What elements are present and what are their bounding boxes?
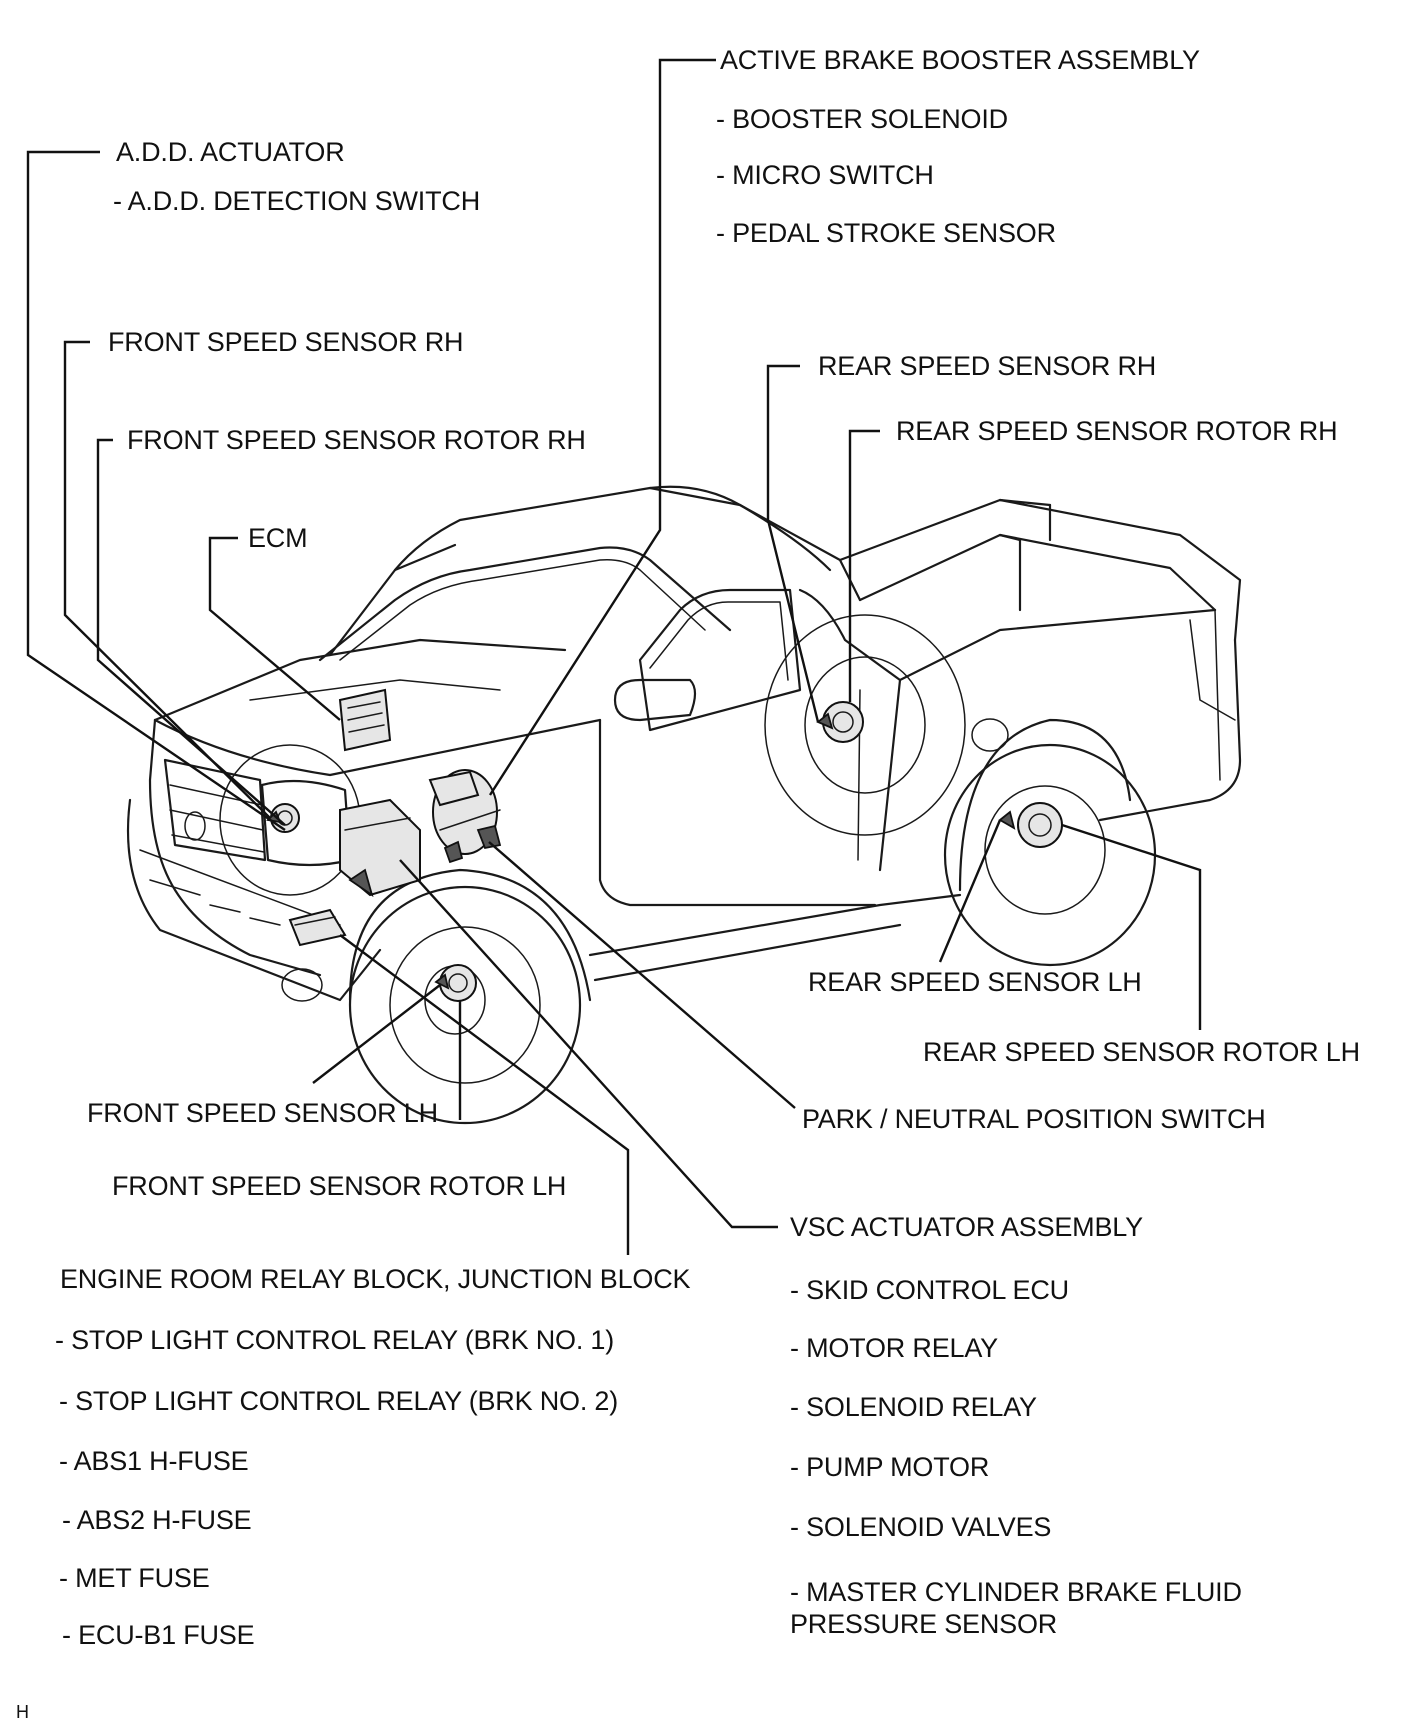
label-rear-speed-sensor-rotor-lh: REAR SPEED SENSOR ROTOR LH <box>923 1037 1360 1067</box>
label-ecu-b1-fuse: - ECU-B1 FUSE <box>62 1620 255 1650</box>
rear-rh-rotor <box>816 701 864 743</box>
label-pedal-stroke-sensor: - PEDAL STROKE SENSOR <box>716 218 1056 248</box>
vsc-actuator-module <box>339 798 421 898</box>
label-master-cylinder-pressure-sensor: - MASTER CYLINDER BRAKE FLUID PRESSURE S… <box>790 1577 1242 1639</box>
label-abs2-h-fuse: - ABS2 H-FUSE <box>62 1505 252 1535</box>
rear-lh-rotor <box>998 802 1063 848</box>
label-motor-relay: - MOTOR RELAY <box>790 1333 998 1363</box>
relay-block-module <box>288 908 347 947</box>
label-rear-speed-sensor-rh: REAR SPEED SENSOR RH <box>818 351 1157 381</box>
label-add-actuator: A.D.D. ACTUATOR <box>116 137 345 167</box>
label-front-speed-sensor-rh: FRONT SPEED SENSOR RH <box>108 327 464 357</box>
brake-booster-module <box>428 769 501 864</box>
figure-code: H <box>16 1702 29 1722</box>
label-abs1-h-fuse: - ABS1 H-FUSE <box>59 1446 249 1476</box>
label-front-speed-sensor-lh: FRONT SPEED SENSOR LH <box>87 1098 438 1128</box>
label-engine-room-relay-block: ENGINE ROOM RELAY BLOCK, JUNCTION BLOCK <box>60 1264 691 1294</box>
label-micro-switch: - MICRO SWITCH <box>716 160 934 190</box>
label-park-neutral-switch: PARK / NEUTRAL POSITION SWITCH <box>802 1104 1266 1134</box>
truck-body <box>126 485 1242 1125</box>
leader-lines <box>26 58 1202 1255</box>
park-neutral-switch-module <box>476 824 502 850</box>
label-ecm: ECM <box>248 523 308 553</box>
label-skid-control-ecu: - SKID CONTROL ECU <box>790 1275 1069 1305</box>
label-active-brake-booster: ACTIVE BRAKE BOOSTER ASSEMBLY <box>720 45 1200 75</box>
ecm-module <box>338 688 392 752</box>
label-booster-solenoid: - BOOSTER SOLENOID <box>716 104 1008 134</box>
label-solenoid-relay: - SOLENOID RELAY <box>790 1392 1037 1422</box>
label-front-speed-sensor-rotor-lh: FRONT SPEED SENSOR ROTOR LH <box>112 1171 567 1201</box>
label-met-fuse: - MET FUSE <box>59 1563 210 1593</box>
label-pump-motor: - PUMP MOTOR <box>790 1452 990 1482</box>
label-solenoid-valves: - SOLENOID VALVES <box>790 1512 1052 1542</box>
label-front-speed-sensor-rotor-rh: FRONT SPEED SENSOR ROTOR RH <box>127 425 586 455</box>
label-stop-light-relay-2: - STOP LIGHT CONTROL RELAY (BRK NO. 2) <box>59 1386 619 1416</box>
label-rear-speed-sensor-rotor-rh: REAR SPEED SENSOR ROTOR RH <box>896 416 1338 446</box>
label-rear-speed-sensor-lh: REAR SPEED SENSOR LH <box>808 967 1142 997</box>
label-stop-light-relay-1: - STOP LIGHT CONTROL RELAY (BRK NO. 1) <box>55 1325 615 1355</box>
label-add-detection-switch: - A.D.D. DETECTION SWITCH <box>113 186 481 216</box>
label-vsc-actuator: VSC ACTUATOR ASSEMBLY <box>790 1212 1143 1242</box>
components <box>266 688 1063 1002</box>
front-lh-rotor <box>434 964 477 1002</box>
